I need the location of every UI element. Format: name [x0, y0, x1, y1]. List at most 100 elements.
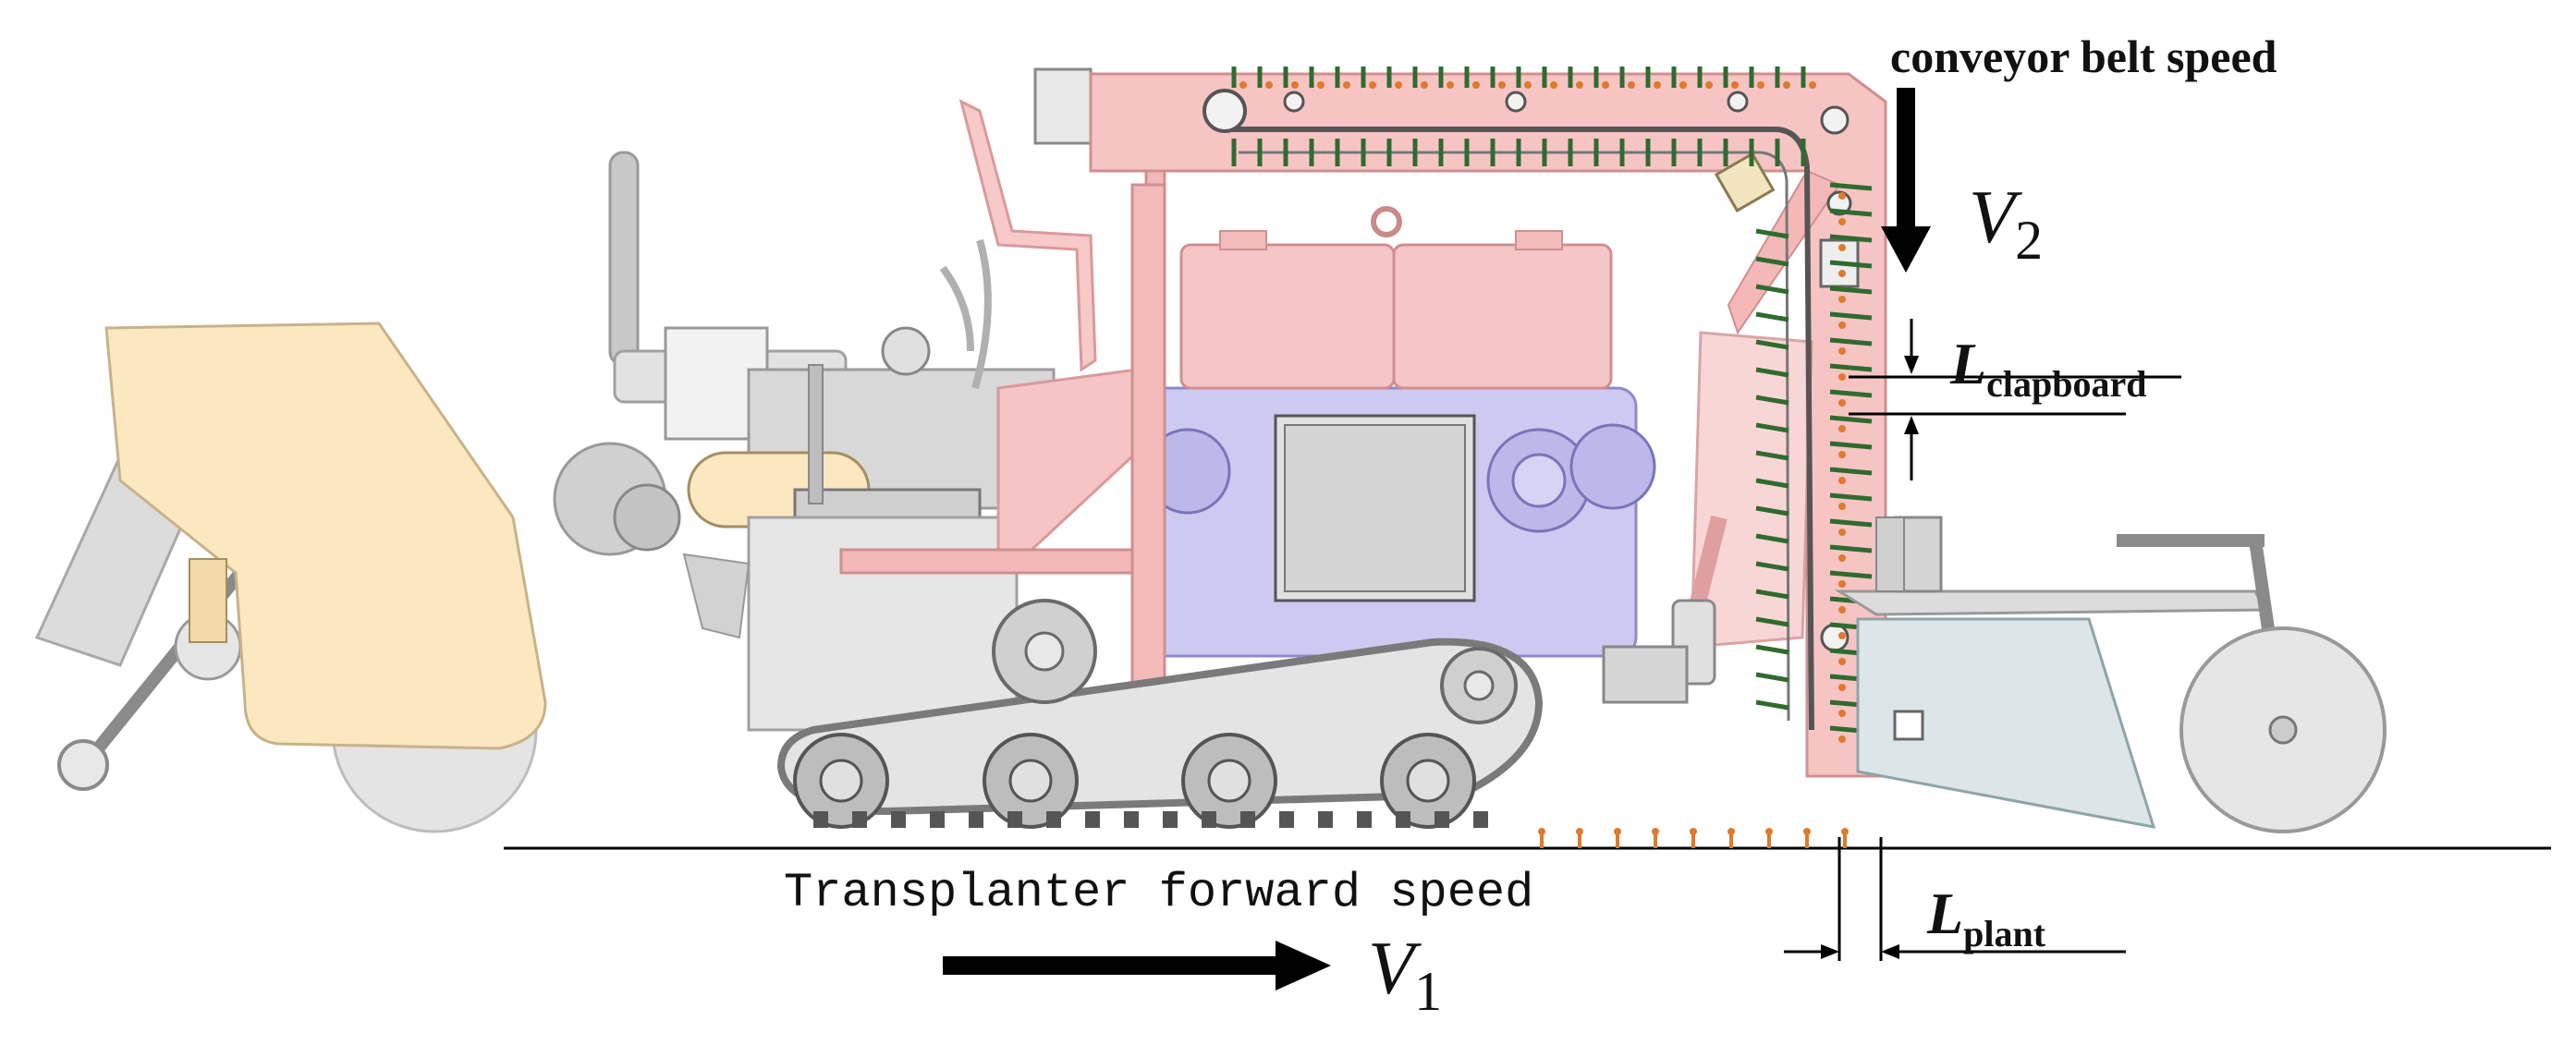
seedling-dot: [1602, 81, 1609, 89]
v1-label: V1: [1368, 926, 1442, 1022]
seedling-dot: [1654, 81, 1661, 89]
seedling-stem: [1755, 616, 1789, 627]
seedling-dot: [1838, 632, 1846, 639]
seedling-stem: [1829, 182, 1873, 191]
forward-speed-label: Transplanter forward speed: [784, 866, 1533, 920]
seedling-dot: [1838, 322, 1846, 329]
seedling-dot: [1838, 373, 1846, 381]
seedling-stem: [1755, 311, 1789, 322]
track-cleats: [813, 811, 1488, 828]
seedling-dot: [1265, 81, 1273, 89]
track-cleat: [1318, 811, 1333, 828]
seedling-dot: [1838, 710, 1846, 717]
seedling-stem: [1755, 672, 1789, 683]
seedling-dot: [1838, 529, 1846, 536]
track-cleat: [813, 811, 828, 828]
seedling-stem: [1829, 570, 1873, 579]
seedling-dot: [1838, 451, 1846, 458]
planted-seedling-dot: [1538, 828, 1545, 835]
track-cleat: [1046, 811, 1061, 828]
planted-seedlings: [1538, 828, 1849, 848]
planted-seedling-dot: [1576, 828, 1583, 835]
seedling-dot: [1628, 81, 1635, 89]
seedling-stem: [1755, 450, 1789, 461]
seedling-stem: [1755, 589, 1789, 600]
conveyor-down-arrow-icon: [1881, 88, 1931, 273]
seedling-stem: [1829, 415, 1873, 424]
seedling-dot: [1757, 81, 1764, 89]
seedling-stem: [1755, 505, 1789, 516]
seedling-dot: [1838, 554, 1846, 562]
seedling-stem: [1829, 363, 1873, 372]
seedling-stem: [1829, 467, 1873, 476]
seedling-stem: [1829, 544, 1873, 553]
track-cleat: [1396, 811, 1410, 828]
seedling-dot: [1838, 399, 1846, 407]
press-wheel-assembly: [1834, 516, 2387, 833]
track-cleat: [1007, 811, 1022, 828]
seedling-dot: [1472, 81, 1480, 89]
seedling-dot: [1369, 81, 1376, 89]
seedling-stem: [1829, 518, 1873, 528]
seedling-stem: [1829, 286, 1873, 295]
seedling-stem: [1829, 441, 1873, 450]
seedling-dot: [1838, 425, 1846, 432]
crawler-track: [776, 599, 1544, 829]
seedling-stem: [1755, 422, 1789, 433]
seedling-dot: [1291, 81, 1299, 89]
planted-seedling-dot: [1728, 828, 1735, 835]
track-cleat: [1202, 811, 1216, 828]
seedling-stem: [1755, 395, 1789, 406]
seedling-dot: [1395, 81, 1402, 89]
track-cleat: [1124, 811, 1139, 828]
seedling-dot: [1838, 684, 1846, 691]
track-cleat: [1163, 811, 1178, 828]
planted-seedling-dot: [1803, 828, 1811, 835]
seedling-dot: [1838, 477, 1846, 484]
track-cleat: [1473, 811, 1488, 828]
seedling-stem: [1829, 260, 1873, 269]
planted-seedling-dot: [1765, 828, 1773, 835]
seedling-stem: [1829, 389, 1873, 398]
seedling-dot: [1731, 81, 1739, 89]
track-cleat: [891, 811, 906, 828]
seedling-dot: [1576, 81, 1583, 89]
seedling-stem: [1829, 337, 1873, 346]
seedling-dot: [1239, 81, 1247, 89]
seedling-dot: [1838, 296, 1846, 303]
plant-spacing-label: Lplant: [1926, 881, 2046, 954]
planted-seedling-dot: [1652, 828, 1659, 835]
track-cleat: [1435, 811, 1449, 828]
seedling-dot: [1838, 218, 1846, 225]
seedling-stem: [1755, 478, 1789, 489]
seedling-stem: [1755, 699, 1789, 711]
forward-right-arrow-icon: [943, 941, 1331, 990]
planted-seedling-dot: [1614, 828, 1621, 835]
track-cleat: [1240, 811, 1255, 828]
seedling-dot: [1809, 81, 1816, 89]
track-cleat: [1085, 811, 1100, 828]
plant-spacing-dimension-arrows-icon: [1784, 837, 2126, 961]
seedling-dot: [1838, 192, 1846, 200]
seedling-dot: [1838, 606, 1846, 614]
v2-label: V2: [1969, 175, 2043, 271]
seedling-stem: [1755, 284, 1789, 295]
seedling-stem: [1755, 339, 1789, 350]
seedling-dot: [1838, 270, 1846, 277]
fuel-tank: [1179, 206, 1613, 390]
seedling-dot: [1838, 503, 1846, 510]
seedling-dot: [1679, 81, 1687, 89]
planted-seedling-dot: [1841, 828, 1849, 835]
seedling-dot: [1838, 735, 1846, 743]
seedling-dot: [1838, 347, 1846, 355]
track-cleat: [969, 811, 983, 828]
seedling-dot: [1705, 81, 1713, 89]
seedling-dot: [1838, 580, 1846, 588]
seedling-stem: [1829, 311, 1873, 321]
seedling-dot: [1421, 81, 1428, 89]
rotary-tiller: [34, 322, 547, 833]
seedling-dot: [1524, 81, 1532, 89]
mast: [1130, 183, 1166, 686]
seedling-dot: [1343, 81, 1350, 89]
